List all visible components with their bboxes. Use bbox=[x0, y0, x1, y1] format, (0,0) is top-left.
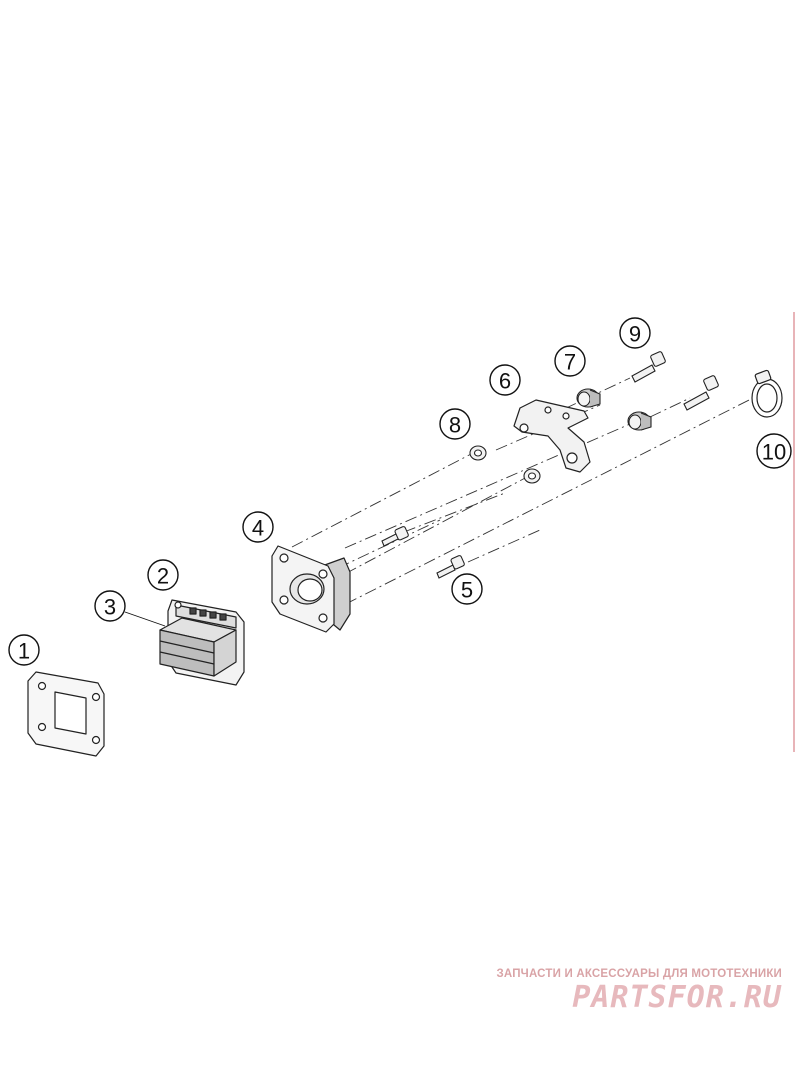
callout-2: 2 bbox=[157, 564, 169, 589]
bracket-part-6 bbox=[513, 399, 591, 473]
callout-circles bbox=[8, 317, 792, 666]
spacer-part-8 bbox=[469, 445, 541, 484]
callout-1: 1 bbox=[18, 639, 30, 664]
callout-4: 4 bbox=[252, 516, 264, 541]
callout-7: 7 bbox=[564, 350, 576, 375]
callout-numbers: 1 2 3 4 5 6 7 8 9 10 bbox=[18, 322, 786, 664]
callout-5: 5 bbox=[461, 578, 473, 603]
rubber-grommet-part-7 bbox=[576, 388, 652, 431]
callout-6: 6 bbox=[499, 369, 511, 394]
watermark-logo: PARTSFOR.RU bbox=[572, 980, 782, 1015]
watermark-tagline: ЗАПЧАСТИ И АКСЕССУАРЫ ДЛЯ МОТОТЕХНИКИ bbox=[496, 968, 782, 980]
callout-leaders bbox=[124, 611, 166, 627]
gasket-part-1 bbox=[27, 671, 105, 757]
callout-9: 9 bbox=[629, 322, 641, 347]
intake-flange-part-4 bbox=[271, 545, 351, 633]
watermark: ЗАПЧАСТИ И АКСЕССУАРЫ ДЛЯ МОТОТЕХНИКИ PA… bbox=[482, 968, 782, 1016]
hose-clamp-part-10 bbox=[751, 369, 783, 418]
bolt-part-9 bbox=[631, 351, 719, 411]
callout-10: 10 bbox=[762, 440, 786, 465]
reed-petals-part-3 bbox=[159, 617, 237, 677]
callout-3: 3 bbox=[104, 595, 116, 620]
callout-8: 8 bbox=[449, 413, 461, 438]
bolt-part-5 bbox=[381, 526, 465, 579]
